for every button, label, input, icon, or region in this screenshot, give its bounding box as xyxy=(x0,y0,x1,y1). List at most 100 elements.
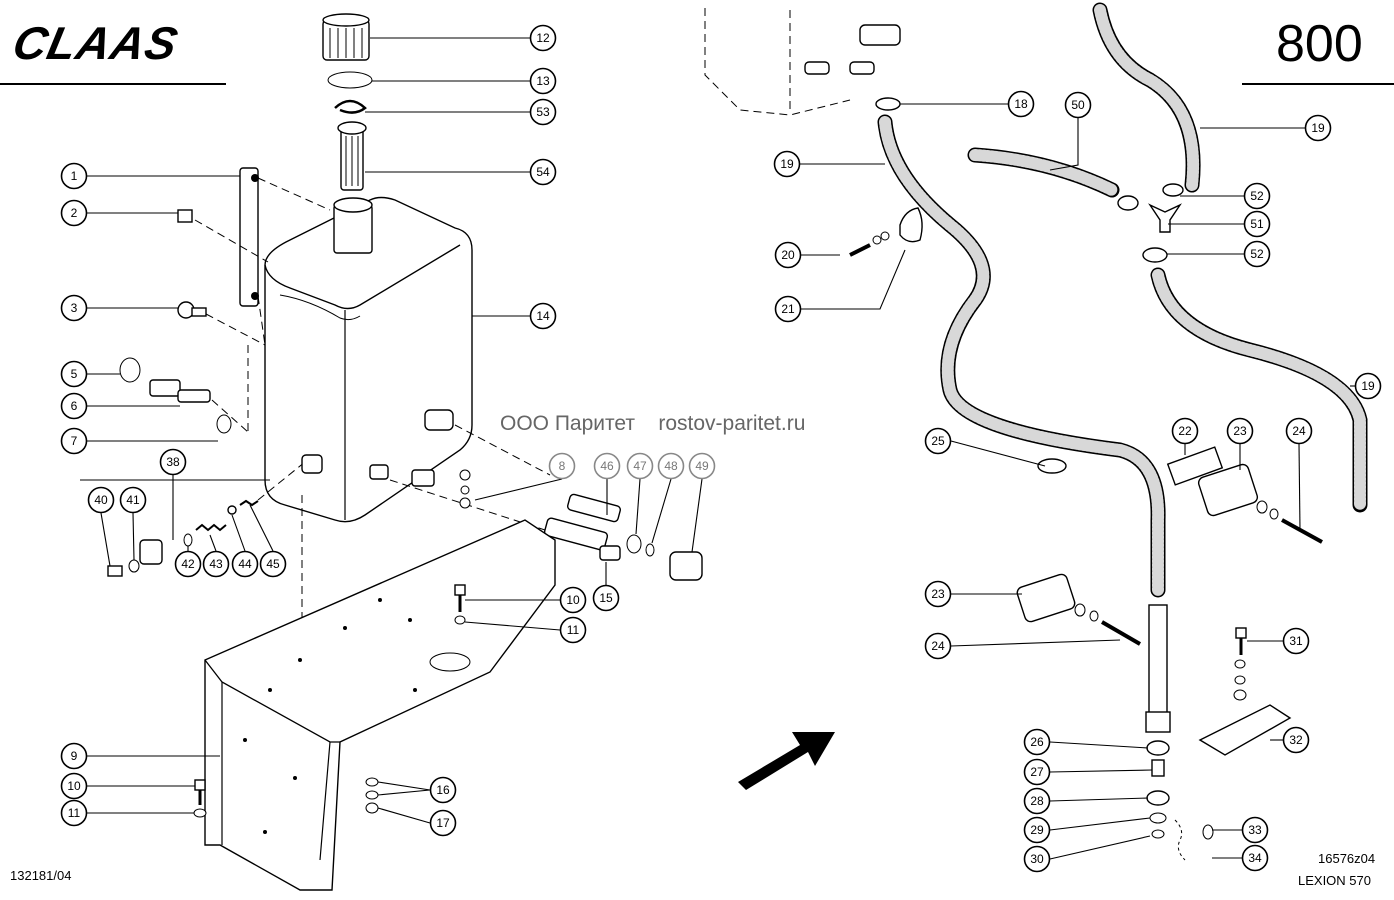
callout: 50 xyxy=(1064,91,1092,119)
callout: 31 xyxy=(1282,627,1310,655)
svg-text:23: 23 xyxy=(931,587,945,601)
mounting-frame xyxy=(204,519,556,891)
svg-text:20: 20 xyxy=(781,248,795,262)
callout: 16 xyxy=(429,776,457,804)
svg-text:31: 31 xyxy=(1289,634,1303,648)
svg-text:9: 9 xyxy=(71,749,78,763)
svg-text:24: 24 xyxy=(931,639,945,653)
callout: 9 xyxy=(60,742,88,770)
callout: 38 xyxy=(159,448,187,476)
callout: 42 xyxy=(174,550,202,578)
callout: 7 xyxy=(60,427,88,455)
callout: 23 xyxy=(1226,417,1254,445)
svg-text:22: 22 xyxy=(1178,424,1192,438)
check-valve-set xyxy=(80,461,306,577)
callout: 34 xyxy=(1241,844,1269,872)
svg-text:49: 49 xyxy=(695,459,709,473)
callout: 24 xyxy=(924,632,952,660)
bolt-10 xyxy=(193,584,466,818)
callout: 15 xyxy=(592,584,620,612)
svg-text:44: 44 xyxy=(238,557,252,571)
svg-text:29: 29 xyxy=(1030,823,1044,837)
svg-text:46: 46 xyxy=(600,459,614,473)
tank-port xyxy=(301,454,323,474)
top-fittings xyxy=(804,24,901,111)
svg-text:25: 25 xyxy=(931,434,945,448)
callout: 33 xyxy=(1241,816,1269,844)
callout: 5 xyxy=(60,360,88,388)
svg-text:7: 7 xyxy=(71,434,78,448)
svg-text:19: 19 xyxy=(780,157,794,171)
y-connector xyxy=(1117,183,1184,263)
seal-ring-5 xyxy=(119,357,141,383)
callout: 11 xyxy=(559,616,587,644)
callout: 32 xyxy=(1282,726,1310,754)
callout: 52 xyxy=(1243,182,1271,210)
callout: 22 xyxy=(1171,417,1199,445)
hose-50 xyxy=(967,147,1120,198)
svg-text:2: 2 xyxy=(71,206,78,220)
drawing-number: 132181/04 xyxy=(10,868,72,883)
callout: 27 xyxy=(1023,758,1051,786)
callout: 51 xyxy=(1243,210,1271,238)
page-number: 800 xyxy=(1276,15,1363,73)
clamp-set-lower xyxy=(1016,573,1142,646)
watermark: ООО Паритет rostov-paritet.ru xyxy=(500,408,910,440)
svg-text:16: 16 xyxy=(436,783,450,797)
svg-text:15: 15 xyxy=(599,591,613,605)
callout: 45 xyxy=(259,550,287,578)
svg-text:10: 10 xyxy=(566,593,580,607)
callout: 6 xyxy=(60,392,88,420)
callout: 10 xyxy=(559,586,587,614)
breather-fitting xyxy=(177,209,269,263)
svg-text:34: 34 xyxy=(1248,851,1262,865)
callout: 3 xyxy=(60,294,88,322)
level-sensor-6 xyxy=(149,379,249,433)
svg-text:50: 50 xyxy=(1071,98,1085,112)
hose-lower-right xyxy=(1150,267,1368,513)
svg-text:8: 8 xyxy=(559,459,566,473)
callout: 41 xyxy=(119,486,147,514)
svg-text:30: 30 xyxy=(1030,852,1044,866)
callout: 11 xyxy=(60,799,88,827)
machine-outline xyxy=(704,8,851,116)
svg-text:18: 18 xyxy=(1014,97,1028,111)
callout: 19 xyxy=(773,150,801,178)
svg-text:12: 12 xyxy=(536,31,550,45)
svg-text:27: 27 xyxy=(1030,765,1044,779)
snap-ring-53 xyxy=(334,99,367,114)
return-hose xyxy=(877,114,1171,733)
callout: 49 xyxy=(688,452,716,480)
leader-lines xyxy=(86,37,1360,860)
callout: 46 xyxy=(593,452,621,480)
svg-text:14: 14 xyxy=(536,309,550,323)
callout: 54 xyxy=(529,158,557,186)
callout: 19 xyxy=(1304,114,1332,142)
hinge-32 xyxy=(1198,627,1292,756)
callout: 20 xyxy=(774,241,802,269)
svg-text:19: 19 xyxy=(1361,379,1375,393)
o-ring-13 xyxy=(327,71,373,89)
svg-text:5: 5 xyxy=(71,367,78,381)
callout: 13 xyxy=(529,67,557,95)
temperature-switch xyxy=(177,301,266,346)
svg-text:38: 38 xyxy=(166,455,180,469)
callout: 14 xyxy=(529,302,557,330)
svg-text:13: 13 xyxy=(536,74,550,88)
callout: 18 xyxy=(1007,90,1035,118)
svg-text:21: 21 xyxy=(781,302,795,316)
svg-text:24: 24 xyxy=(1292,424,1306,438)
svg-text:11: 11 xyxy=(567,623,580,637)
svg-text:11: 11 xyxy=(68,806,81,820)
callout: 2 xyxy=(60,199,88,227)
callout: 12 xyxy=(529,24,557,52)
callout: 8 xyxy=(548,452,576,480)
callout: 53 xyxy=(529,98,557,126)
svg-text:47: 47 xyxy=(633,459,647,473)
callout: 43 xyxy=(202,550,230,578)
callout: 28 xyxy=(1023,787,1051,815)
callout: 29 xyxy=(1023,816,1051,844)
svg-text:10: 10 xyxy=(67,779,81,793)
callout: 21 xyxy=(774,295,802,323)
